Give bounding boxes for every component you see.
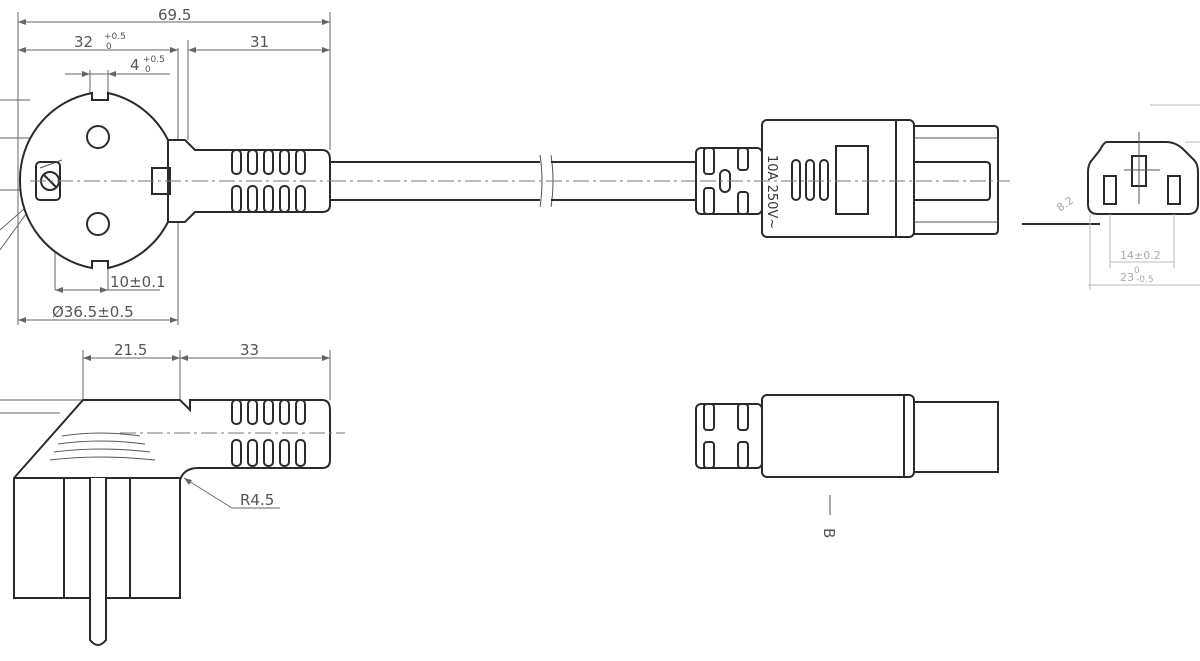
dim-socket-width-tol-lower: -0.5 — [1136, 275, 1154, 285]
plug-top-view: 69.5 32 +0.5 0 31 4 +0.5 0 10±0.1 Ø36.5±… — [0, 6, 340, 325]
dim-socket-height: 8.2 — [1054, 194, 1076, 215]
dim-side-head-length: 21.5 — [114, 341, 147, 359]
c13-socket-face: 14±0.2 23 0 -0.5 8.2 — [1022, 104, 1200, 290]
dim-socket-pin-spacing: 14±0.2 — [1120, 249, 1161, 262]
dim-socket-width-tol-upper: 0 — [1134, 266, 1140, 276]
dim-pin-spacing: 10±0.1 — [110, 273, 166, 291]
dim-offset: 4 — [130, 56, 140, 74]
dim-side-relief-length: 33 — [240, 341, 259, 359]
dim-strain-relief-length: 31 — [250, 33, 269, 51]
dim-offset-tol-lower: 0 — [145, 65, 151, 75]
cable — [330, 154, 700, 208]
view-label: B — [820, 528, 838, 538]
dim-offset-tol-upper: +0.5 — [143, 55, 165, 65]
c13-connector-side-view: B — [695, 394, 999, 538]
rating-marking: 10A 250V~ — [764, 155, 779, 229]
dim-bend-radius: R4.5 — [240, 491, 274, 509]
dim-plug-head-tol-lower: 0 — [106, 42, 112, 52]
dim-overall-length: 69.5 — [158, 6, 191, 24]
dim-plug-diameter: Ø36.5±0.5 — [52, 303, 134, 321]
plug-side-view: 21.5 33 R4.5 — [0, 341, 345, 646]
c13-connector-top-view: 10A 250V~ — [695, 119, 1010, 238]
dim-plug-head-length: 32 — [74, 33, 93, 51]
dim-plug-head-tol-upper: +0.5 — [104, 32, 126, 42]
dim-socket-width: 23 — [1120, 271, 1134, 284]
